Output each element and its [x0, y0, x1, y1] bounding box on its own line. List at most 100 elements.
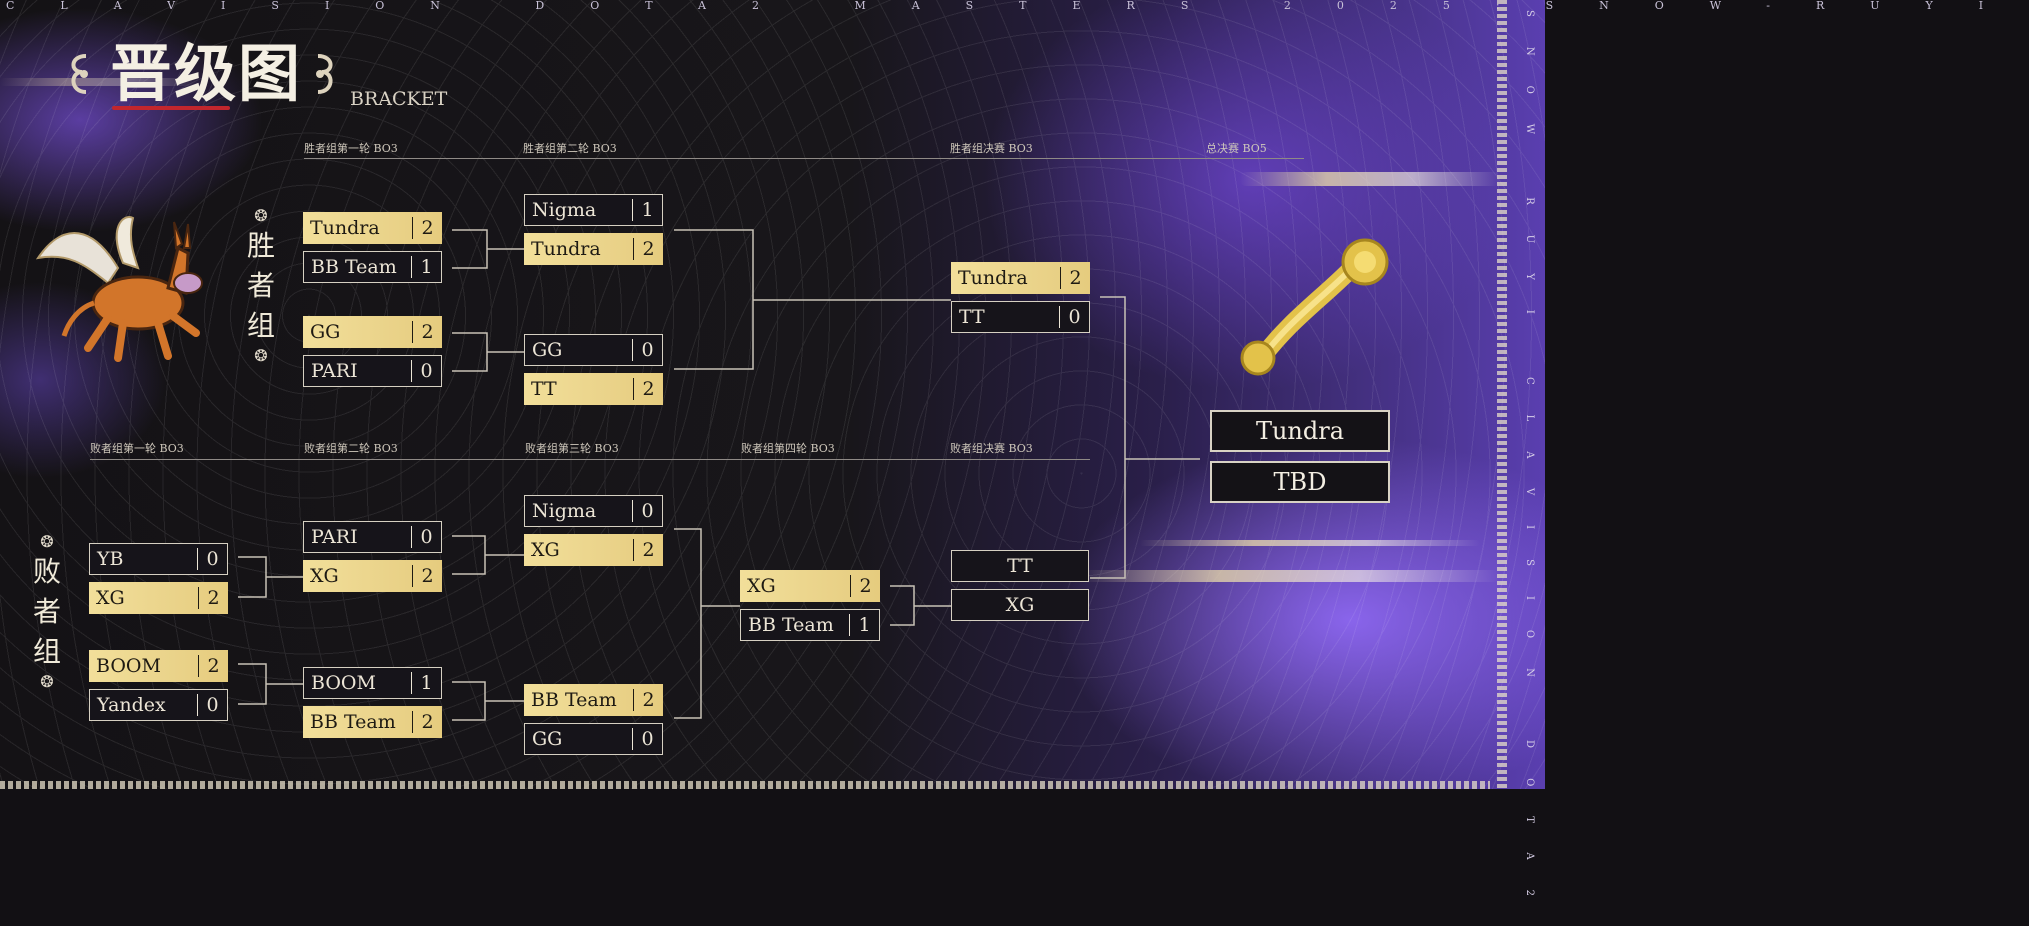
- team-slot-ub1-m1-a[interactable]: Tundra 2: [303, 212, 442, 244]
- team-score: 2: [633, 238, 663, 260]
- background: [0, 0, 1545, 789]
- team-slot-ub2-m1-b[interactable]: Tundra 2: [524, 233, 663, 265]
- group-label-char: 胜: [246, 229, 275, 262]
- team-name: BB Team: [311, 256, 397, 278]
- team-score: 0: [197, 694, 227, 716]
- team-slot-lbf-b[interactable]: XG: [951, 589, 1089, 621]
- bracket-connectors: [238, 229, 1200, 721]
- team-slot-lb1-m2-a[interactable]: BOOM 2: [89, 650, 228, 682]
- team-score: 2: [412, 565, 442, 587]
- team-name: XG: [310, 565, 339, 587]
- team-slot-lb2-m2-b[interactable]: BB Team 2: [303, 706, 442, 738]
- team-score: 0: [197, 548, 227, 570]
- team-name: PARI: [311, 526, 358, 548]
- team-score: 2: [198, 655, 228, 677]
- group-label-char: 败: [32, 555, 61, 588]
- team-name: TT: [531, 378, 557, 400]
- team-name: GG: [310, 321, 341, 343]
- team-score: 2: [412, 217, 442, 239]
- team-score: 2: [633, 539, 663, 561]
- light-streak: [1140, 540, 1480, 546]
- team-score: 1: [849, 614, 879, 636]
- round-label-lb-final: 败者组决赛 BO3: [950, 442, 1033, 455]
- team-name: BB Team: [531, 689, 617, 711]
- team-name: TBD: [1273, 468, 1327, 496]
- ruyi-scepter-icon: [1240, 238, 1389, 376]
- round-label-lb-r2: 败者组第二轮 BO3: [304, 442, 398, 455]
- title-underline: [112, 106, 230, 110]
- team-score: 2: [1060, 267, 1090, 289]
- team-slot-lb2-m1-a[interactable]: PARI 0: [303, 521, 442, 553]
- team-name: XG: [1005, 594, 1035, 616]
- cloud-ornament-icon: ❂: [40, 532, 54, 551]
- team-slot-lb3-m1-b[interactable]: XG 2: [524, 534, 663, 566]
- team-score: 1: [411, 256, 441, 278]
- round-label-ub-r2: 胜者组第二轮 BO3: [523, 142, 617, 155]
- team-slot-lb4-a[interactable]: XG 2: [740, 570, 880, 602]
- grand-final-slot-a[interactable]: Tundra: [1210, 410, 1390, 452]
- group-label-char: 组: [246, 309, 275, 342]
- team-slot-lb1-m2-b[interactable]: Yandex 0: [89, 689, 228, 721]
- team-slot-lb2-m1-b[interactable]: XG 2: [303, 560, 442, 592]
- team-name: Tundra: [310, 217, 380, 239]
- side-border: [1497, 0, 1507, 789]
- group-label-char: 者: [32, 595, 61, 628]
- round-label-grand-final: 总决赛 BO5: [1206, 142, 1267, 155]
- round-label-lb-r1: 败者组第一轮 BO3: [90, 442, 184, 455]
- side-strip-text: SNOW RUYI CLAVISION DOTA2: [1524, 10, 1535, 926]
- team-score: 0: [1059, 306, 1089, 328]
- lower-group-label: ❂ 败 者 组 ❂: [29, 532, 65, 692]
- round-label-ub-final: 胜者组决赛 BO3: [950, 142, 1033, 155]
- team-name: BOOM: [96, 655, 161, 677]
- light-streak: [1080, 570, 1500, 582]
- team-name: BB Team: [310, 711, 396, 733]
- team-slot-lb3-m1-a[interactable]: Nigma 0: [524, 495, 663, 527]
- team-name: Tundra: [1255, 417, 1345, 445]
- divider-line: [90, 459, 1090, 460]
- team-slot-ub1-m2-b[interactable]: PARI 0: [303, 355, 442, 387]
- team-slot-ub1-m1-b[interactable]: BB Team 1: [303, 251, 442, 283]
- team-score: 2: [633, 378, 663, 400]
- cloud-pattern: [0, 0, 1545, 789]
- team-slot-lb1-m1-a[interactable]: YB 0: [89, 543, 228, 575]
- team-score: 2: [198, 587, 228, 609]
- team-name: BB Team: [748, 614, 834, 636]
- team-score: 2: [412, 321, 442, 343]
- team-name: GG: [532, 339, 563, 361]
- team-slot-lb3-m2-a[interactable]: BB Team 2: [524, 684, 663, 716]
- team-name: TT: [959, 306, 985, 328]
- team-score: 0: [632, 339, 662, 361]
- team-score: 2: [633, 689, 663, 711]
- page-title: 晋级图: [110, 37, 303, 110]
- side-strip: SNOW RUYI CLAVISION DOTA2: [1493, 0, 1545, 926]
- team-name: XG: [747, 575, 776, 597]
- team-name: Tundra: [531, 238, 601, 260]
- team-slot-ubf-b[interactable]: TT 0: [951, 301, 1090, 333]
- bottom-border: [0, 781, 1490, 789]
- team-slot-ub2-m2-b[interactable]: TT 2: [524, 373, 663, 405]
- team-name: BOOM: [311, 672, 376, 694]
- scroll-ornament-icon: [62, 52, 96, 105]
- team-slot-ub1-m2-a[interactable]: GG 2: [303, 316, 442, 348]
- team-score: 1: [632, 199, 662, 221]
- team-name: XG: [96, 587, 125, 609]
- team-name: XG: [531, 539, 560, 561]
- team-name: PARI: [311, 360, 358, 382]
- team-slot-lb4-b[interactable]: BB Team 1: [740, 609, 880, 641]
- team-name: GG: [532, 728, 563, 750]
- team-name: Nigma: [532, 500, 597, 522]
- grand-final-slot-b[interactable]: TBD: [1210, 461, 1390, 503]
- team-score: 0: [632, 728, 662, 750]
- team-slot-ubf-a[interactable]: Tundra 2: [951, 262, 1090, 294]
- event-strip: CLAVISION DOTA2 MASTERS 2025:SNOW-RUYI: [6, 0, 2029, 12]
- team-slot-lb1-m1-b[interactable]: XG 2: [89, 582, 228, 614]
- team-name: Tundra: [958, 267, 1028, 289]
- team-slot-ub2-m2-a[interactable]: GG 0: [524, 334, 663, 366]
- team-slot-lbf-a[interactable]: TT: [951, 550, 1089, 582]
- team-slot-lb3-m2-b[interactable]: GG 0: [524, 723, 663, 755]
- cloud-ornament-icon: ❂: [254, 346, 268, 365]
- team-slot-lb2-m2-a[interactable]: BOOM 1: [303, 667, 442, 699]
- divider-line: [304, 158, 1304, 159]
- team-slot-ub2-m1-a[interactable]: Nigma 1: [524, 194, 663, 226]
- team-score: 1: [411, 672, 441, 694]
